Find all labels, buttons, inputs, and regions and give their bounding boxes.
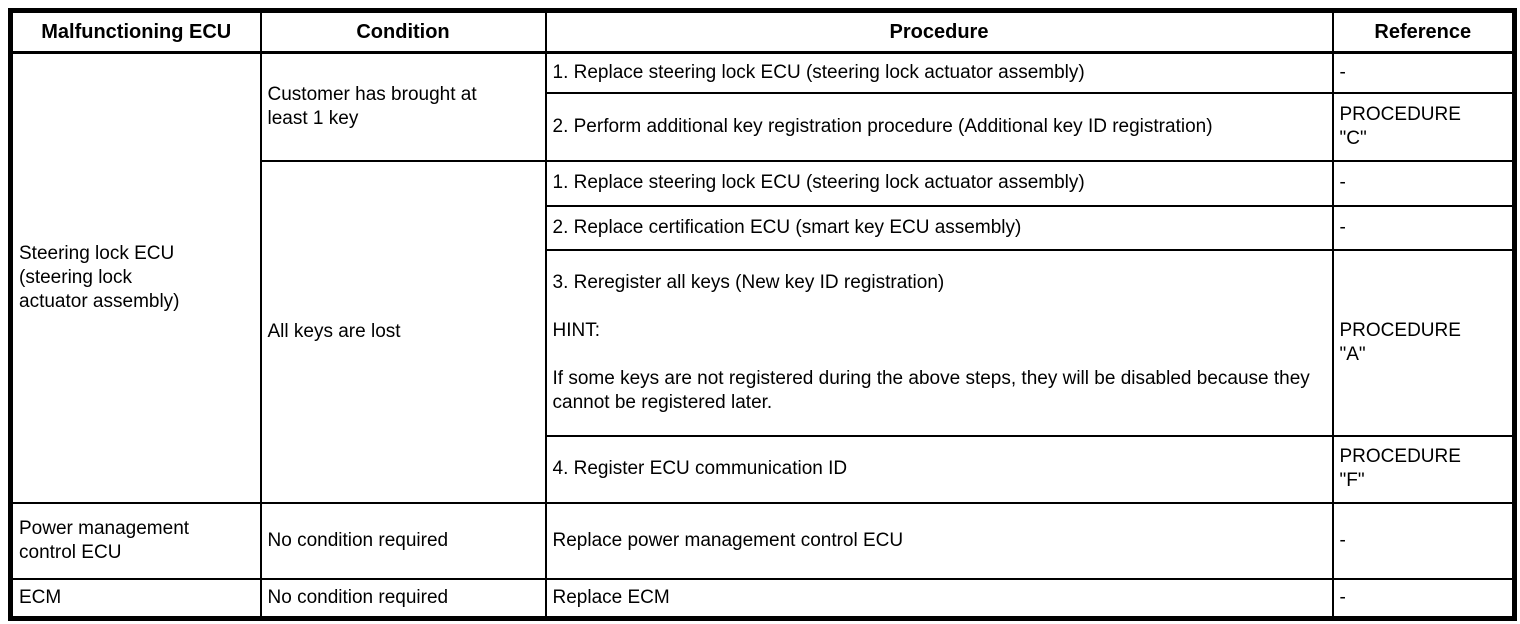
- cell-condition-customer-key: Customer has brought at least 1 key: [259, 51, 547, 162]
- reference-text: PROCEDURE "A": [1339, 319, 1461, 365]
- reference-text: -: [1339, 172, 1346, 193]
- cell-reference: PROCEDURE "C": [1331, 91, 1516, 162]
- table-row: 3. Reregister all keys (New key ID regis…: [11, 248, 1516, 437]
- cell-procedure-step: 2. Replace certification ECU (smart key …: [544, 204, 1334, 251]
- procedure-text: Replace ECM: [552, 586, 670, 608]
- cell-reference: -: [1331, 577, 1516, 620]
- hint-text: If some keys are not registered during t…: [552, 367, 1310, 413]
- cell-condition: No condition required: [259, 501, 547, 580]
- table-row: Power management control ECU No conditio…: [9, 501, 1516, 580]
- cell-procedure-step: 1. Replace steering lock ECU (steering l…: [544, 159, 1334, 207]
- malfunctioning-ecu-table: Malfunctioning ECU Condition Procedure R…: [8, 8, 1517, 621]
- cell-condition: No condition required: [259, 577, 547, 620]
- cell-reference: -: [1331, 159, 1516, 207]
- procedure-text: 3. Reregister all keys (New key ID regis…: [552, 271, 945, 293]
- cell-reference: -: [1331, 204, 1516, 251]
- cell-procedure-step: Replace power management control ECU: [544, 501, 1334, 580]
- cell-procedure-step: Replace ECM: [544, 577, 1334, 620]
- header-malfunctioning-ecu: Malfunctioning ECU: [9, 9, 262, 54]
- cell-procedure-step: 4. Register ECU communication ID: [544, 434, 1334, 504]
- spacer: [553, 343, 1326, 367]
- cell-reference: -: [1331, 51, 1516, 94]
- table-row: ECM No condition required Replace ECM -: [9, 577, 1516, 620]
- reference-text: -: [1339, 586, 1346, 608]
- ecu-label: Power management control ECU: [19, 517, 190, 563]
- cell-condition-all-keys-lost: All keys are lost: [259, 159, 547, 504]
- header-procedure: Procedure: [544, 9, 1334, 54]
- cell-ecu-steering-lock: Steering lock ECU (steering lock actuato…: [9, 51, 262, 504]
- cell-ecu-ecm: ECM: [9, 577, 262, 620]
- reference-text: -: [1339, 61, 1346, 83]
- table-row: 2. Replace certification ECU (smart key …: [11, 204, 1516, 251]
- reference-text: -: [1339, 216, 1346, 238]
- procedure-text: 1. Replace steering lock ECU (steering l…: [552, 61, 1085, 83]
- cell-reference: PROCEDURE "F": [1331, 434, 1516, 504]
- procedure-text: 2. Perform additional key registration p…: [552, 115, 1213, 137]
- reference-text: -: [1339, 529, 1346, 551]
- cell-procedure-step: 1. Replace steering lock ECU (steering l…: [544, 51, 1334, 94]
- cell-reference: -: [1331, 501, 1516, 580]
- ecu-label: Steering lock ECU (steering lock actuato…: [19, 242, 180, 312]
- procedure-text: 1. Replace steering lock ECU (steering l…: [552, 172, 1085, 193]
- cell-reference: PROCEDURE "A": [1331, 248, 1516, 437]
- table-row: Steering lock ECU (steering lock actuato…: [9, 51, 1516, 504]
- reference-text: PROCEDURE "C": [1339, 103, 1461, 149]
- cell-procedure-step-with-hint: 3. Reregister all keys (New key ID regis…: [544, 248, 1334, 437]
- procedure-text: 2. Replace certification ECU (smart key …: [552, 216, 1022, 238]
- condition-label: No condition required: [267, 529, 449, 551]
- condition-label: All keys are lost: [267, 320, 401, 342]
- table-row: 4. Register ECU communication ID PROCEDU…: [11, 434, 1516, 504]
- ecu-label: ECM: [19, 586, 62, 608]
- table-header-row: Malfunctioning ECU Condition Procedure R…: [9, 9, 1516, 54]
- table-row: 2. Perform additional key registration p…: [11, 91, 1516, 162]
- condition-label: No condition required: [267, 586, 449, 608]
- header-reference: Reference: [1331, 9, 1516, 54]
- procedure-text: Replace power management control ECU: [552, 529, 904, 551]
- reference-text: PROCEDURE "F": [1339, 446, 1461, 491]
- procedure-text: 4. Register ECU communication ID: [552, 458, 848, 479]
- hint-label: HINT:: [552, 319, 601, 341]
- condition-label: Customer has brought at least 1 key: [267, 83, 477, 129]
- cell-ecu-power-management: Power management control ECU: [9, 501, 262, 580]
- spacer: [553, 295, 1326, 319]
- cell-procedure-step: 2. Perform additional key registration p…: [544, 91, 1334, 162]
- header-condition: Condition: [259, 9, 547, 54]
- table-row: All keys are lost 1. Replace steering lo…: [11, 159, 1516, 504]
